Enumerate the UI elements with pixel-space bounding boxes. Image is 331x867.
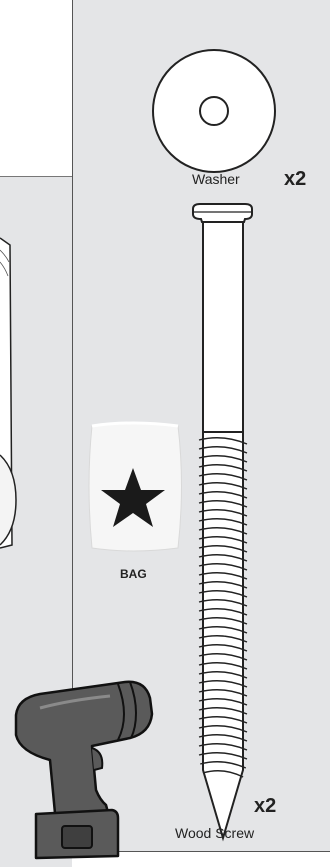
- wood-screw-label: Wood Screw: [175, 825, 255, 841]
- screw-thread: [198, 725, 248, 733]
- screw-thread: [198, 545, 248, 553]
- screw-thread: [198, 464, 248, 472]
- screw-thread: [198, 482, 248, 490]
- screw-thread: [198, 734, 248, 742]
- screw-thread: [198, 509, 248, 517]
- screw-thread: [198, 473, 248, 481]
- screw-thread: [198, 572, 248, 580]
- screw-thread: [198, 662, 248, 670]
- screw-thread: [198, 446, 248, 454]
- bag-label: BAG: [120, 567, 147, 581]
- screw-thread: [198, 491, 248, 499]
- screw-thread: [198, 617, 248, 625]
- screw-thread: [198, 689, 248, 697]
- screw-thread: [200, 761, 247, 769]
- screw-thread: [198, 680, 248, 688]
- screw-thread: [198, 563, 248, 571]
- screw-thread: [198, 752, 248, 760]
- screw-thread: [198, 626, 248, 634]
- washer-quantity: x2: [284, 168, 307, 190]
- screw-thread: [202, 770, 244, 778]
- screw-thread: [198, 554, 248, 562]
- screw-thread: [198, 500, 248, 508]
- screw-thread: [198, 455, 248, 463]
- screw-thread: [198, 536, 248, 544]
- screw-thread: [198, 644, 248, 652]
- washer-label: Washer: [192, 171, 240, 187]
- screw-thread: [198, 716, 248, 724]
- wood-screw-quantity: x2: [254, 795, 277, 817]
- screw-thread: [198, 437, 248, 445]
- screw-thread: [198, 599, 248, 607]
- screw-thread: [198, 698, 248, 706]
- screw-thread: [198, 581, 248, 589]
- screw-thread: [198, 653, 248, 661]
- screw-thread: [198, 527, 248, 535]
- screw-thread: [198, 608, 248, 616]
- screw-thread: [198, 707, 248, 715]
- screw-thread: [198, 671, 248, 679]
- screw-thread: [198, 518, 248, 526]
- screw-thread: [198, 590, 248, 598]
- screw-thread: [198, 635, 248, 643]
- screw-thread: [198, 743, 248, 751]
